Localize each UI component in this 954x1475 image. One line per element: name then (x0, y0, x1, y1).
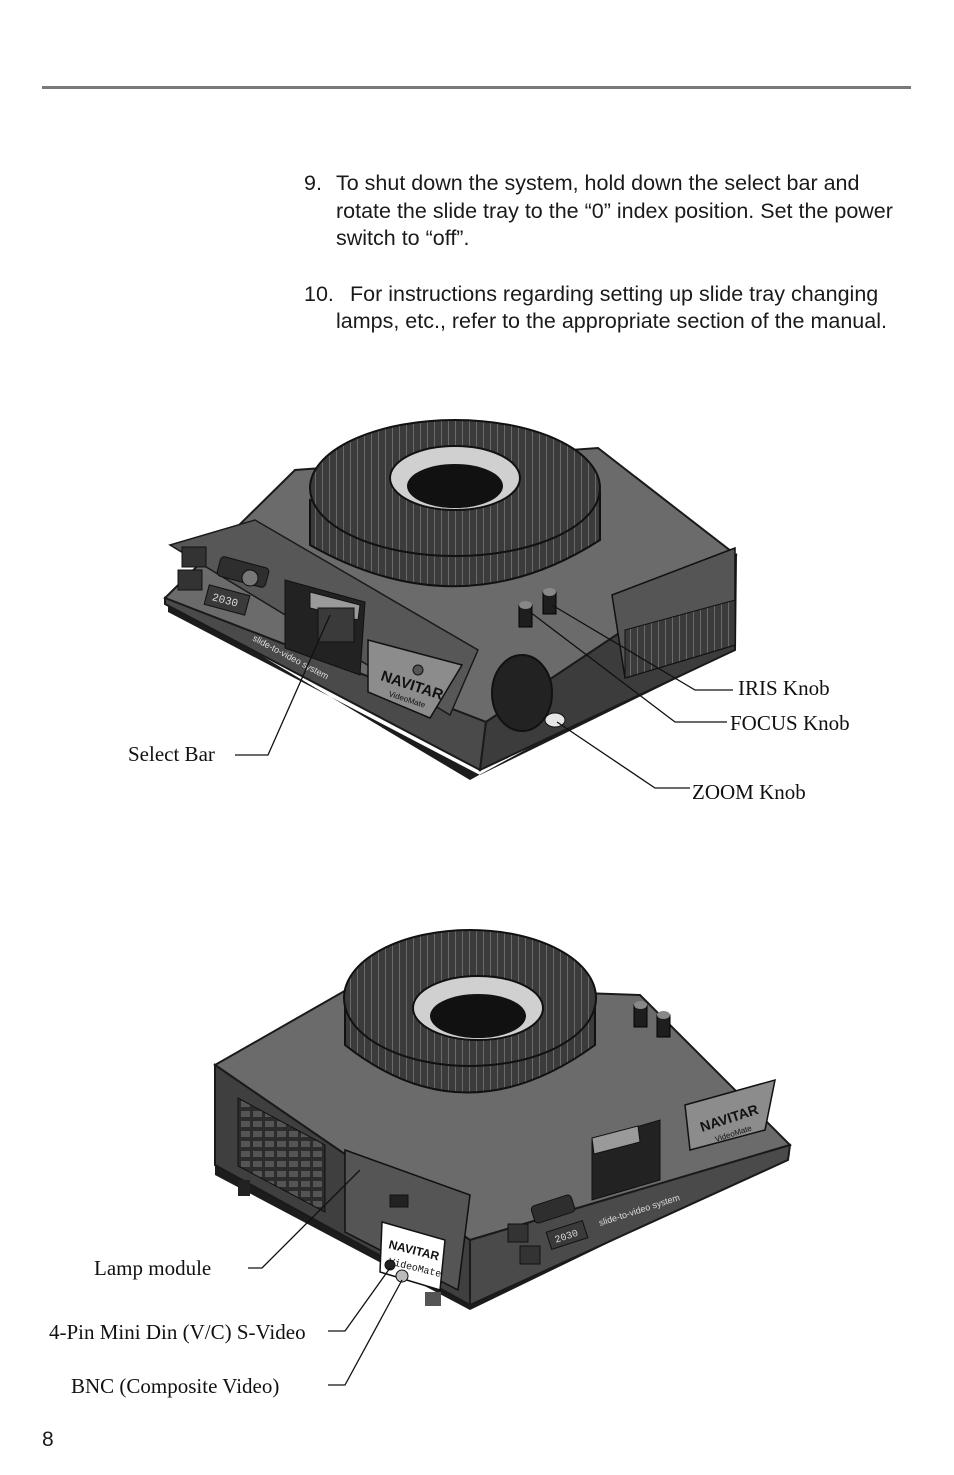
logo-plate (684, 1078, 776, 1151)
lens-barrel (491, 654, 553, 732)
bnc-leader-line (328, 1279, 403, 1386)
select-bar (591, 1125, 641, 1155)
lamp-leader-line (248, 1169, 361, 1269)
step-number: 9. (304, 171, 322, 195)
step-text: To shut down the system, hold down the s… (336, 171, 893, 250)
focus-knob-label: FOCUS Knob (730, 711, 850, 735)
focus-knob (518, 601, 533, 628)
page-number: 8 (42, 1428, 54, 1451)
step-number: 10. (304, 281, 334, 306)
iris-leader-line (551, 604, 733, 691)
focus-leader-line (529, 611, 727, 723)
control-slider (530, 1194, 576, 1224)
counter-window (203, 584, 251, 616)
svideo-connector (384, 1259, 396, 1271)
projector-rear-view: NAVITAR VideoMate slide-to-video system … (213, 929, 792, 1386)
power-switch-upper (181, 546, 207, 568)
step-text: For instructions regarding setting up sl… (336, 281, 887, 334)
counter-window (545, 1219, 589, 1251)
foot (425, 1292, 441, 1306)
power-switch-lower (177, 569, 203, 591)
select-bar-label: Select Bar (128, 742, 215, 766)
instruction-list: 9. To shut down the system, hold down th… (304, 170, 914, 364)
iris-knob (542, 588, 557, 615)
indicator-lamp (412, 664, 424, 676)
lamp-module-latch (389, 1194, 409, 1208)
select-bar-leader-line (235, 614, 331, 756)
svideo-label: 4-Pin Mini Din (V/C) S-Video (49, 1320, 306, 1344)
bnc-label: BNC (Composite Video) (71, 1374, 280, 1398)
slider-knob (241, 569, 259, 587)
right-face (469, 1143, 792, 1307)
knob-1 (633, 1001, 648, 1028)
vent-grille (237, 1097, 326, 1213)
lamp-vent (624, 599, 736, 679)
logo-plate (367, 639, 464, 719)
projector-front-view: 2030 slide-to-video system NAVITAR Video… (163, 419, 738, 789)
lamp-module-label: Lamp module (94, 1256, 212, 1280)
iris-knob-label: IRIS Knob (738, 676, 830, 700)
foot (238, 1180, 250, 1196)
instruction-step-10: 10. For instructions regarding setting u… (304, 281, 914, 336)
tray-hub-hole (407, 464, 503, 508)
bnc-connector (395, 1269, 409, 1283)
instruction-step-9: 9. To shut down the system, hold down th… (304, 170, 914, 253)
zoom-knob-label: ZOOM Knob (692, 780, 806, 804)
svideo-leader-line (328, 1267, 391, 1332)
power-switch-upper (507, 1223, 529, 1243)
header-rule (42, 86, 911, 89)
select-bar-window (317, 607, 355, 643)
knob-2 (656, 1011, 671, 1038)
tray-hub-hole (430, 994, 526, 1038)
power-switch-lower (519, 1245, 541, 1265)
zoom-leader-line (556, 721, 690, 789)
